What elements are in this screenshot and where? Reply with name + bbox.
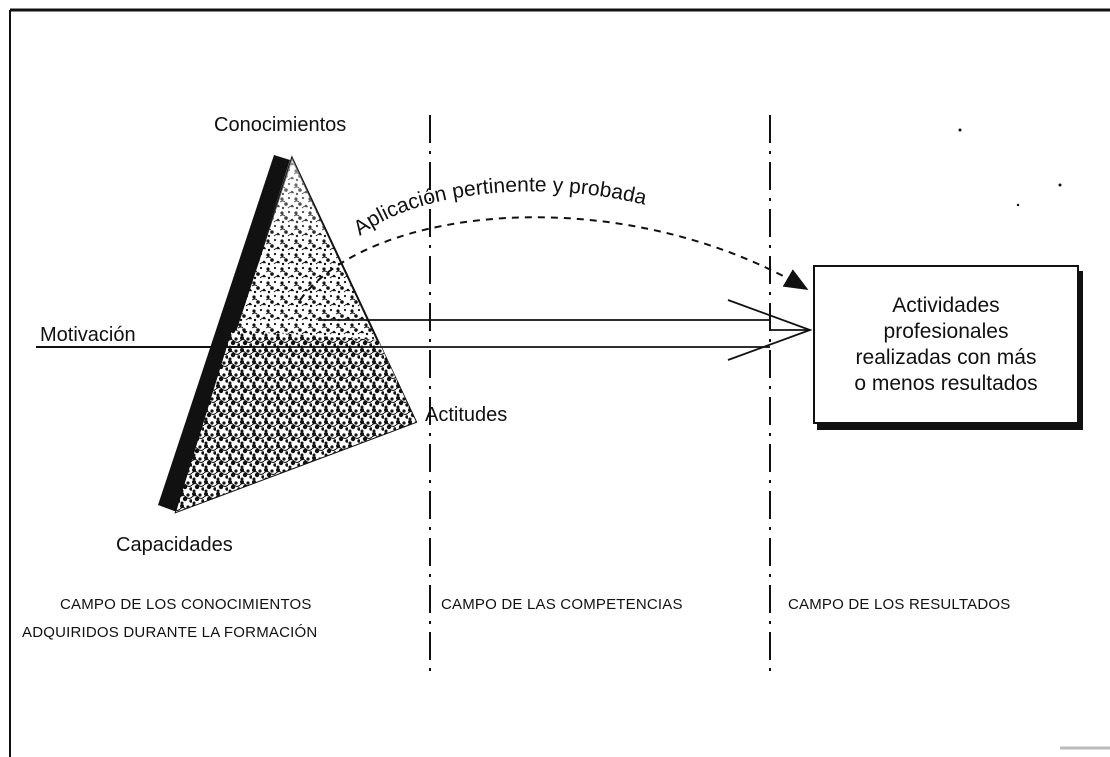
field-knowledge-line2: ADQUIRIDOS DURANTE LA FORMACIÓN <box>22 624 318 641</box>
prism-side-face <box>158 155 290 512</box>
field-results: CAMPO DE LOS RESULTADOS <box>788 596 1011 613</box>
field-knowledge-line1: CAMPO DE LOS CONOCIMIENTOS <box>60 596 312 613</box>
result-box: Actividades profesionales realizadas con… <box>813 265 1079 424</box>
vertex-label-right: Actitudes <box>425 404 508 426</box>
result-box-text: Actividades profesionales realizadas con… <box>854 293 1038 395</box>
application-arc <box>299 216 809 301</box>
arc-label: Aplicación pertinente y probada <box>349 173 649 240</box>
vertex-label-top: Conocimientos <box>214 114 347 136</box>
prism-lower-texture <box>176 330 416 512</box>
stray-dot <box>1016 203 1020 207</box>
arc-label-text: Aplicación pertinente y probada <box>349 173 649 240</box>
field-competencies: CAMPO DE LAS COMPETENCIAS <box>441 596 683 613</box>
prism-highlight <box>262 158 330 250</box>
vertex-label-bottom-left: Capacidades <box>116 534 233 556</box>
motivation-label: Motivación <box>40 324 136 346</box>
stray-dot <box>958 128 962 132</box>
stray-dot <box>1058 183 1062 187</box>
